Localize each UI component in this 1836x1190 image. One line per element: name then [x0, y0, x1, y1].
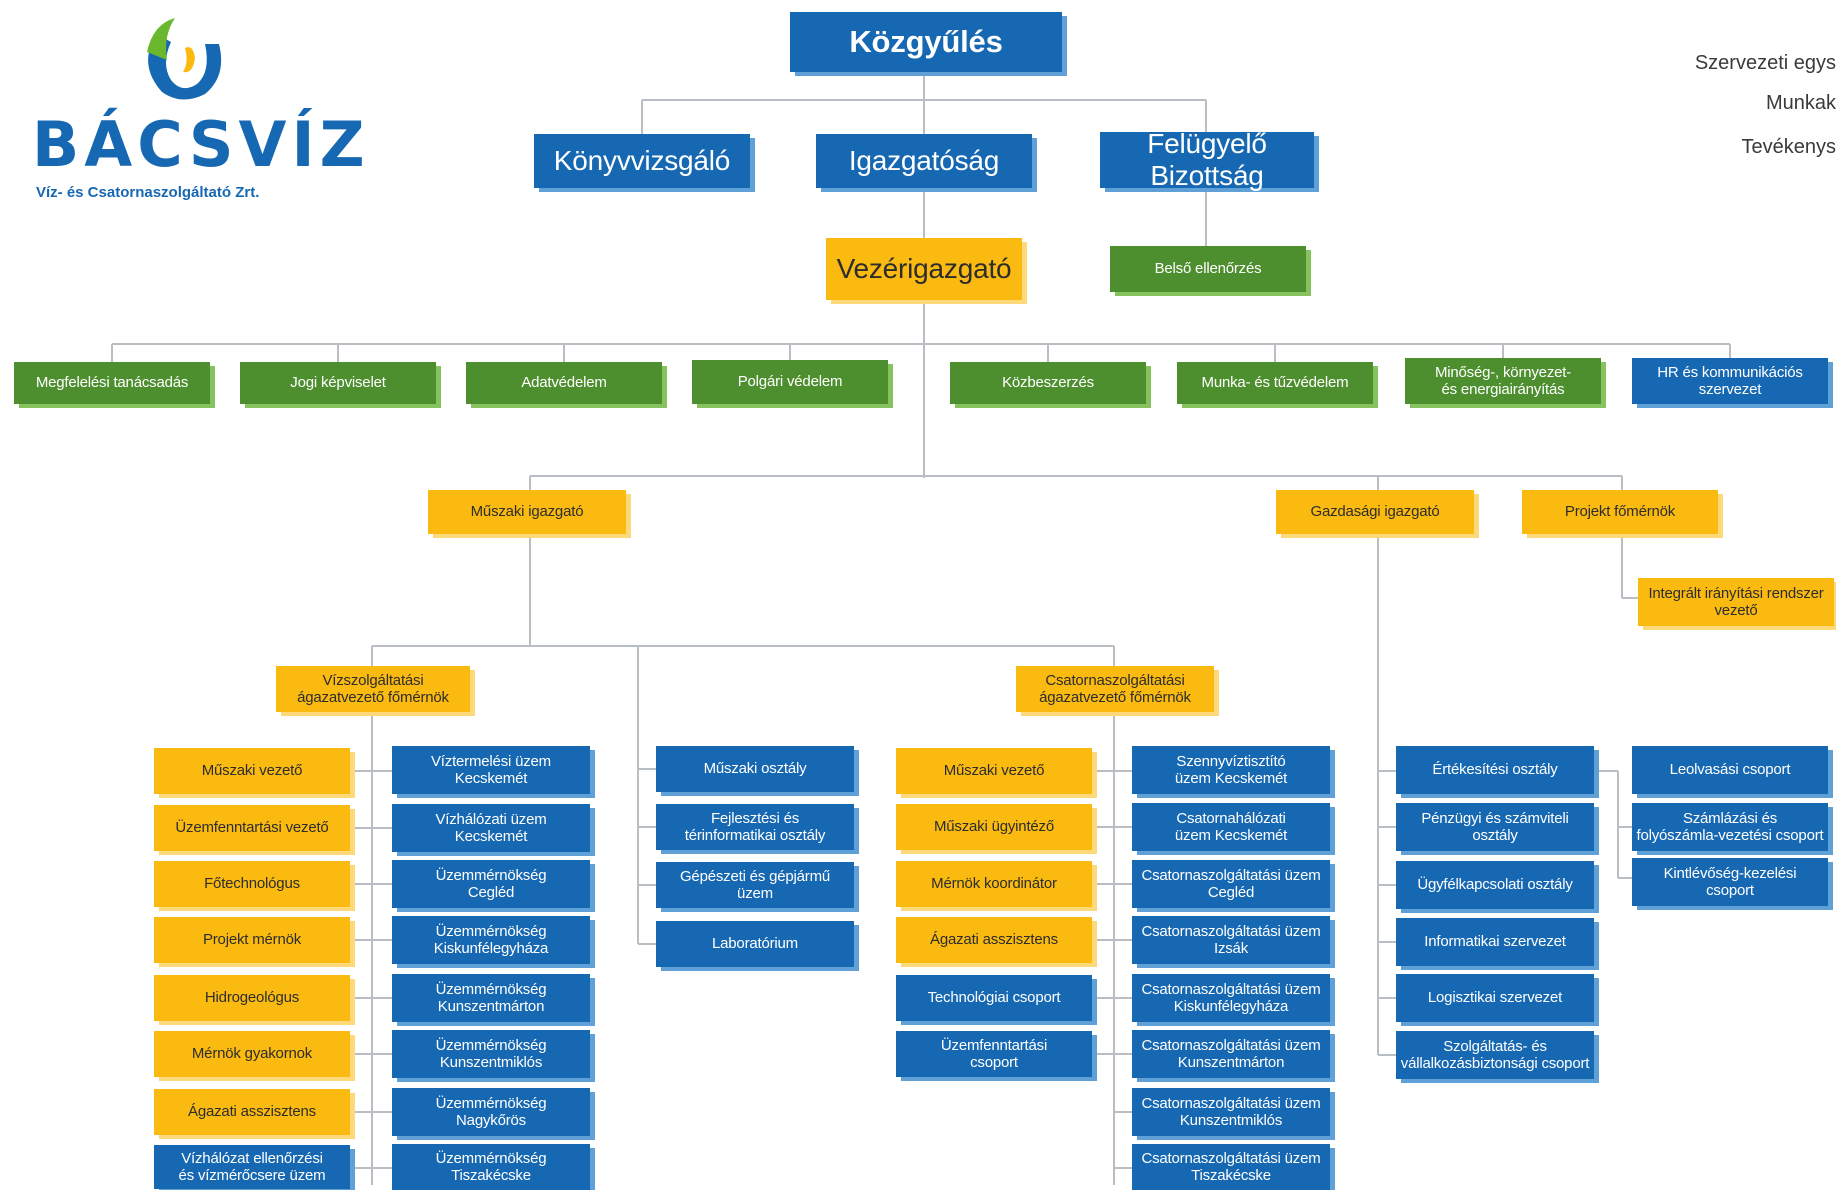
vizs-staff-box: Projekt mérnök	[154, 917, 350, 963]
vizs-staff-box: Műszaki vezető	[154, 748, 350, 794]
projekt-fomernok-box: Projekt főmérnök	[1522, 490, 1718, 534]
logo-wordmark: BÁCSVÍZ	[32, 108, 370, 181]
csat-staff-box: Műszaki ügyintéző	[896, 804, 1092, 850]
staff-box: Polgári védelem	[692, 360, 888, 404]
legend-item: Tevékenys	[1741, 136, 1836, 158]
staff-box: Adatvédelem	[466, 362, 662, 404]
gazdasagi-unit-box: Értékesítési osztály	[1396, 746, 1594, 794]
vizs-plant-box: Üzemmérnökség Cegléd	[392, 860, 590, 908]
legend-item: Szervezeti egys	[1694, 52, 1836, 74]
csat-group-box: Technológiai csoport	[896, 975, 1092, 1021]
ertekesites-group-box: Számlázási és folyószámla-vezetési csopo…	[1632, 803, 1828, 851]
csat-staff-box: Műszaki vezető	[896, 748, 1092, 794]
csat-staff-box: Ágazati asszisztens	[896, 917, 1092, 963]
vizs-plant-box: Üzemmérnökség Kiskunfélegyháza	[392, 916, 590, 964]
vizs-staff-box: Hidrogeológus	[154, 975, 350, 1021]
csat-plant-box: Csatornaszolgáltatási üzem Tiszakécske	[1132, 1144, 1330, 1190]
csat-plant-box: Szennyvíztisztító üzem Kecskemét	[1132, 746, 1330, 794]
staff-box: Megfelelési tanácsadás	[14, 362, 210, 404]
staff-box: Közbeszerzés	[950, 362, 1146, 404]
gazdasagi-unit-box: Ügyfélkapcsolati osztály	[1396, 861, 1594, 909]
vizs-staff-box: Főtechnológus	[154, 861, 350, 907]
gazdasagi-unit-box: Szolgáltatás- és vállalkozásbiztonsági c…	[1396, 1031, 1594, 1079]
vizs-plant-box: Víztermelési üzem Kecskemét	[392, 746, 590, 794]
muszaki-unit-box: Laboratórium	[656, 921, 854, 967]
muszaki-unit-box: Gépészeti és gépjármű üzem	[656, 862, 854, 908]
csat-plant-box: Csatornaszolgáltatási üzem Kiskunfélegyh…	[1132, 974, 1330, 1022]
vizs-staff-box: Mérnök gyakornok	[154, 1031, 350, 1077]
konyvvizsgalo-box: Könyvvizsgáló	[534, 134, 750, 188]
csat-staff-box: Mérnök koordinátor	[896, 861, 1092, 907]
muszaki-igazgato-box: Műszaki igazgató	[428, 490, 626, 534]
ertekesites-group-box: Kintlévőség-kezelési csoport	[1632, 858, 1828, 906]
csat-plant-box: Csatornaszolgáltatási üzem Kunszentmárto…	[1132, 1030, 1330, 1078]
logo-emblem-icon	[147, 18, 222, 100]
vizs-plant-box: Üzemmérnökség Nagykőrös	[392, 1088, 590, 1136]
vizs-plant-box: Üzemmérnökség Kunszentmiklós	[392, 1030, 590, 1078]
vizs-plant-box: Üzemmérnökség Tiszakécske	[392, 1144, 590, 1190]
gazdasagi-unit-box: Informatikai szervezet	[1396, 918, 1594, 966]
kozgyules-box: Közgyűlés	[790, 12, 1062, 72]
belso-ellenorzes-box: Belső ellenőrzés	[1110, 246, 1306, 292]
felugyelo-bizottsag-box: Felügyelő Bizottság	[1100, 128, 1314, 191]
csat-plant-box: Csatornaszolgáltatási üzem Cegléd	[1132, 860, 1330, 908]
vizs-staff-box: Üzemfenntartási vezető	[154, 805, 350, 851]
csat-group-box: Üzemfenntartási csoport	[896, 1031, 1092, 1077]
gazdasagi-unit-box: Pénzügyi és számviteli osztály	[1396, 803, 1594, 851]
vezerigazgato-box: Vezérigazgató	[826, 238, 1022, 300]
vizs-plant-box: Üzemmérnökség Kunszentmárton	[392, 974, 590, 1022]
gazdasagi-igazgato-box: Gazdasági igazgató	[1276, 490, 1474, 534]
muszaki-unit-box: Fejlesztési és térinformatikai osztály	[656, 804, 854, 850]
vizszolgaltatasi-fomernok-box: Vízszolgáltatási ágazatvezető főmérnök	[276, 666, 470, 712]
vizs-plant-box: Vízhálózati üzem Kecskemét	[392, 804, 590, 852]
logo-subtitle: Víz- és Csatornaszolgáltató Zrt.	[36, 184, 260, 201]
muszaki-unit-box: Műszaki osztály	[656, 746, 854, 792]
igazgatosag-box: Igazgatóság	[816, 134, 1032, 188]
gazdasagi-unit-box: Logisztikai szervezet	[1396, 974, 1594, 1022]
integralt-rendszer-box: Integrált irányítási rendszer vezető	[1638, 578, 1834, 626]
vizs-unit-box: Vízhálózat ellenőrzési és vízmérőcsere ü…	[154, 1145, 350, 1189]
csat-plant-box: Csatornahálózati üzem Kecskemét	[1132, 803, 1330, 851]
vizs-staff-box: Ágazati asszisztens	[154, 1089, 350, 1135]
legend-item: Munkak	[1765, 92, 1836, 114]
ertekesites-group-box: Leolvasási csoport	[1632, 746, 1828, 794]
staff-box: Minőség-, környezet- és energiairányítás	[1405, 358, 1601, 404]
hr-box: HR és kommunikációs szervezet	[1632, 358, 1828, 404]
csat-plant-box: Csatornaszolgáltatási üzem Izsák	[1132, 916, 1330, 964]
staff-box: Jogi képviselet	[240, 362, 436, 404]
csatornaszolgaltatasi-fomernok-box: Csatornaszolgáltatási ágazatvezető főmér…	[1016, 666, 1214, 712]
company-logo: BÁCSVÍZ Víz- és Csatornaszolgáltató Zrt.	[32, 14, 365, 204]
csat-plant-box: Csatornaszolgáltatási üzem Kunszentmikló…	[1132, 1088, 1330, 1136]
staff-box: Munka- és tűzvédelem	[1177, 362, 1373, 404]
